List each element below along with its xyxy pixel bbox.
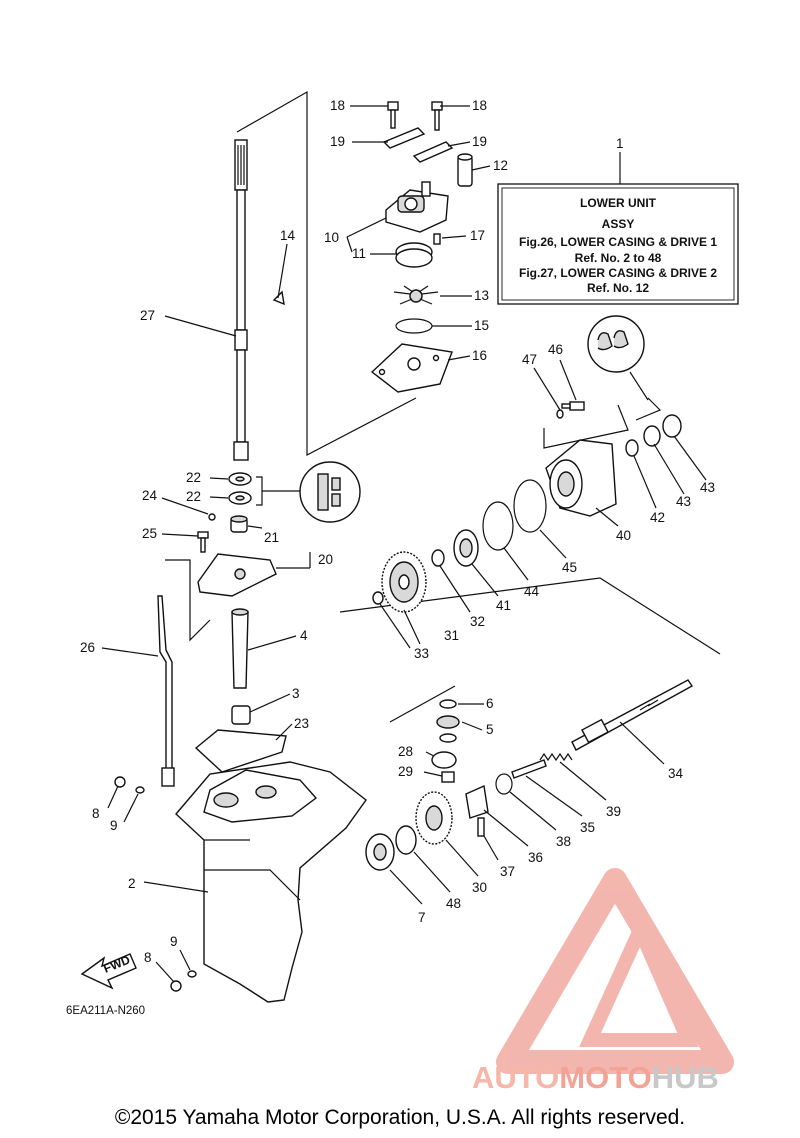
callout-15: 15 — [474, 318, 489, 333]
callout-8a: 8 — [92, 806, 100, 821]
callout-22a: 22 — [186, 470, 201, 485]
callout-17: 17 — [470, 228, 485, 243]
lower-casing — [114, 761, 367, 1003]
callout-12: 12 — [493, 158, 508, 173]
callout-43a: 43 — [676, 494, 691, 509]
info-box-ref-3: Fig.27, LOWER CASING & DRIVE 2 — [519, 266, 717, 280]
group-brackets — [165, 90, 721, 723]
callout-45: 45 — [562, 560, 577, 575]
callout-11: 11 — [352, 246, 366, 261]
callout-27: 27 — [140, 308, 155, 323]
callout-3: 3 — [292, 686, 300, 701]
info-box-ref-1: Fig.26, LOWER CASING & DRIVE 1 — [519, 235, 717, 249]
watermark-logo — [496, 868, 734, 1074]
callout-19b: 19 — [472, 134, 487, 149]
callout-47: 47 — [522, 352, 537, 367]
info-box-title-2: ASSY — [602, 217, 635, 231]
gear-parts — [365, 401, 694, 871]
callout-6: 6 — [486, 696, 494, 711]
callout-7: 7 — [418, 910, 426, 925]
watermark-hub: HUB — [652, 1060, 719, 1095]
callout-22b: 22 — [186, 489, 201, 504]
callout-10: 10 — [324, 230, 339, 245]
svg-text:AUTOMOTOHUB: AUTOMOTOHUB — [472, 1060, 719, 1095]
info-box-ref-4: Ref. No. 12 — [587, 281, 649, 295]
callout-34: 34 — [668, 766, 684, 781]
housing-parts — [157, 513, 311, 787]
callout-41: 41 — [496, 598, 511, 613]
callout-9b: 9 — [170, 934, 178, 949]
callout-36: 36 — [528, 850, 543, 865]
callout-39: 39 — [606, 804, 621, 819]
drive-shaft — [233, 139, 249, 461]
callout-48: 48 — [446, 896, 461, 911]
callout-24: 24 — [142, 488, 158, 503]
callout-18a: 18 — [330, 98, 345, 113]
info-box — [497, 152, 739, 305]
callout-26: 26 — [80, 640, 95, 655]
callout-5: 5 — [486, 722, 494, 737]
info-box-ref-2: Ref. No. 2 to 48 — [575, 251, 662, 265]
callout-13: 13 — [474, 288, 489, 303]
copyright-notice: ©2015 Yamaha Motor Corporation, U.S.A. A… — [115, 1106, 685, 1129]
callout-8b: 8 — [144, 950, 152, 965]
callout-16: 16 — [472, 348, 487, 363]
callout-numbers: 18 18 19 19 12 10 11 17 13 15 16 14 27 2… — [80, 98, 715, 965]
callout-23: 23 — [294, 716, 309, 731]
callout-20: 20 — [318, 552, 333, 567]
callout-33: 33 — [414, 646, 429, 661]
callout-44: 44 — [524, 584, 540, 599]
callout-32: 32 — [470, 614, 485, 629]
callout-42: 42 — [650, 510, 665, 525]
water-pump-parts — [272, 101, 473, 393]
info-box-title-1: LOWER UNIT — [580, 196, 657, 210]
diagram-code: 6EA211A-N260 — [66, 1005, 145, 1017]
callout-14: 14 — [280, 228, 296, 243]
oil-seals — [228, 461, 361, 523]
watermark-auto: AUTO — [472, 1060, 559, 1095]
callout-25: 25 — [142, 526, 157, 541]
callout-29: 29 — [398, 764, 413, 779]
callout-21: 21 — [264, 530, 279, 545]
callout-9a: 9 — [110, 818, 118, 833]
callout-19a: 19 — [330, 134, 345, 149]
callout-31: 31 — [444, 628, 459, 643]
callout-1: 1 — [616, 136, 624, 151]
callout-46: 46 — [548, 342, 563, 357]
callout-43b: 43 — [700, 480, 715, 495]
callout-18b: 18 — [472, 98, 487, 113]
leader-lines — [101, 105, 707, 983]
callout-40: 40 — [616, 528, 631, 543]
callout-38: 38 — [556, 834, 571, 849]
callout-30: 30 — [472, 880, 487, 895]
grease-inset — [587, 315, 649, 401]
callout-4: 4 — [300, 628, 308, 643]
fwd-arrow — [80, 953, 137, 990]
callout-2: 2 — [128, 876, 136, 891]
callout-28: 28 — [398, 744, 413, 759]
watermark-moto: MOTO — [559, 1060, 651, 1095]
callout-35: 35 — [580, 820, 595, 835]
callout-37: 37 — [500, 864, 515, 879]
